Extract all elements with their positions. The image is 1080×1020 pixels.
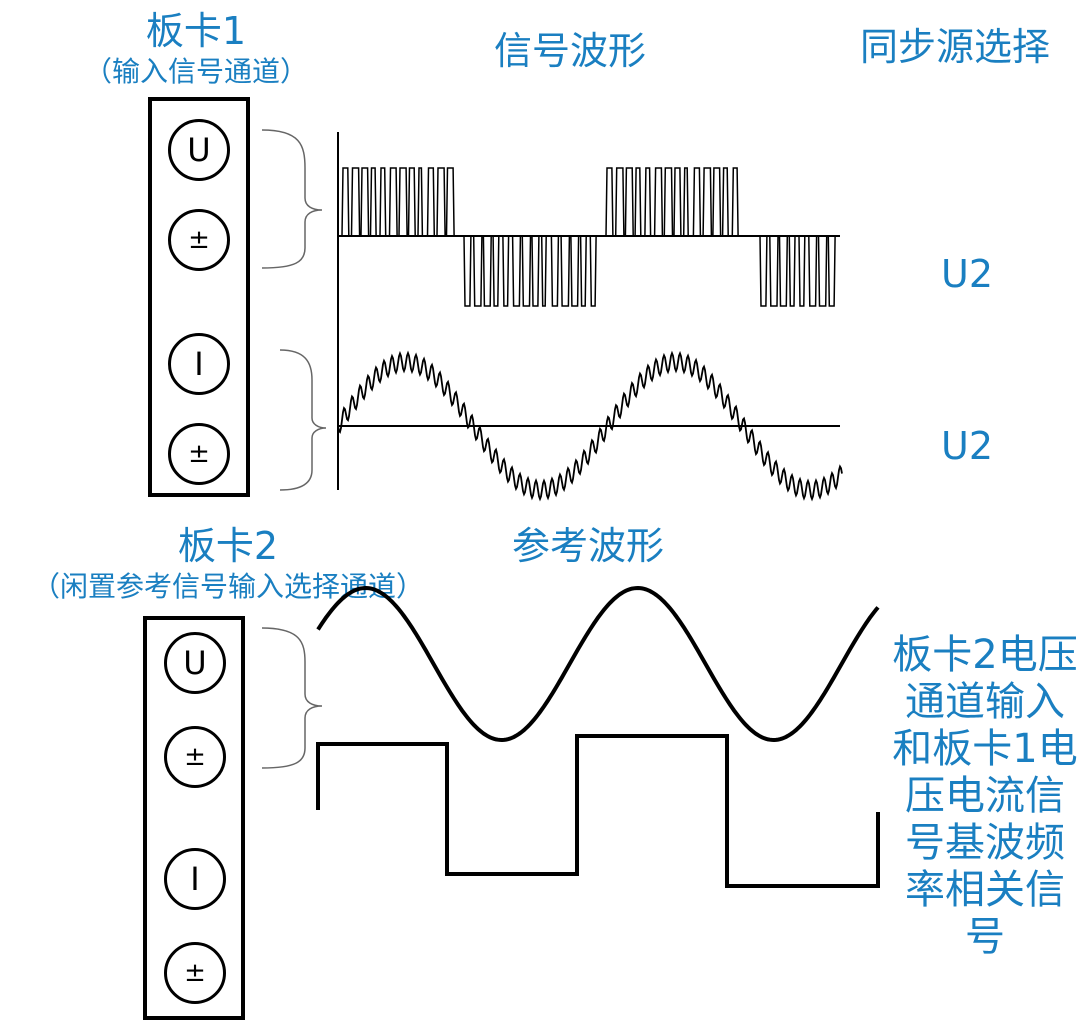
board1-voltage-terminal[interactable]: U	[168, 119, 230, 181]
board1-voltage-common-terminal[interactable]: ±	[168, 209, 230, 271]
sync-label-voltage: U2	[941, 252, 993, 296]
reference-waveform-title: 参考波形	[511, 524, 665, 568]
board2-voltage-common-terminal[interactable]: ±	[164, 726, 226, 788]
board1-current-common-terminal[interactable]: ±	[168, 423, 230, 485]
board2-subtitle: （闲置参考信号输入选择通道）	[31, 570, 425, 603]
board2-voltage-brace	[261, 627, 323, 769]
sync-label-current: U2	[941, 424, 993, 468]
noisy-current-waveform	[337, 350, 843, 502]
reference-sine-waveform	[316, 585, 880, 743]
sync-source-title: 同步源选择	[859, 25, 1051, 69]
board1-subtitle: （输入信号通道）	[83, 55, 309, 88]
board1-title: 板卡1	[145, 9, 247, 53]
board2-voltage-terminal[interactable]: U	[164, 632, 226, 694]
board2-panel: U ± I ±	[143, 616, 245, 1020]
board2-current-terminal[interactable]: I	[164, 848, 226, 910]
board1-panel: U ± I ±	[148, 97, 250, 497]
reference-square-waveform	[316, 734, 880, 888]
pwm-voltage-waveform	[338, 167, 840, 307]
board1-current-terminal[interactable]: I	[168, 333, 230, 395]
board1-current-brace	[279, 349, 327, 491]
board1-voltage-brace	[261, 129, 323, 269]
board2-current-common-terminal[interactable]: ±	[164, 942, 226, 1004]
signal-waveform-title: 信号波形	[493, 29, 647, 73]
board2-title: 板卡2	[177, 524, 279, 568]
note-text: 板卡2电压通道输入和板卡1电压电流信号基波频率相关信号	[892, 632, 1078, 960]
